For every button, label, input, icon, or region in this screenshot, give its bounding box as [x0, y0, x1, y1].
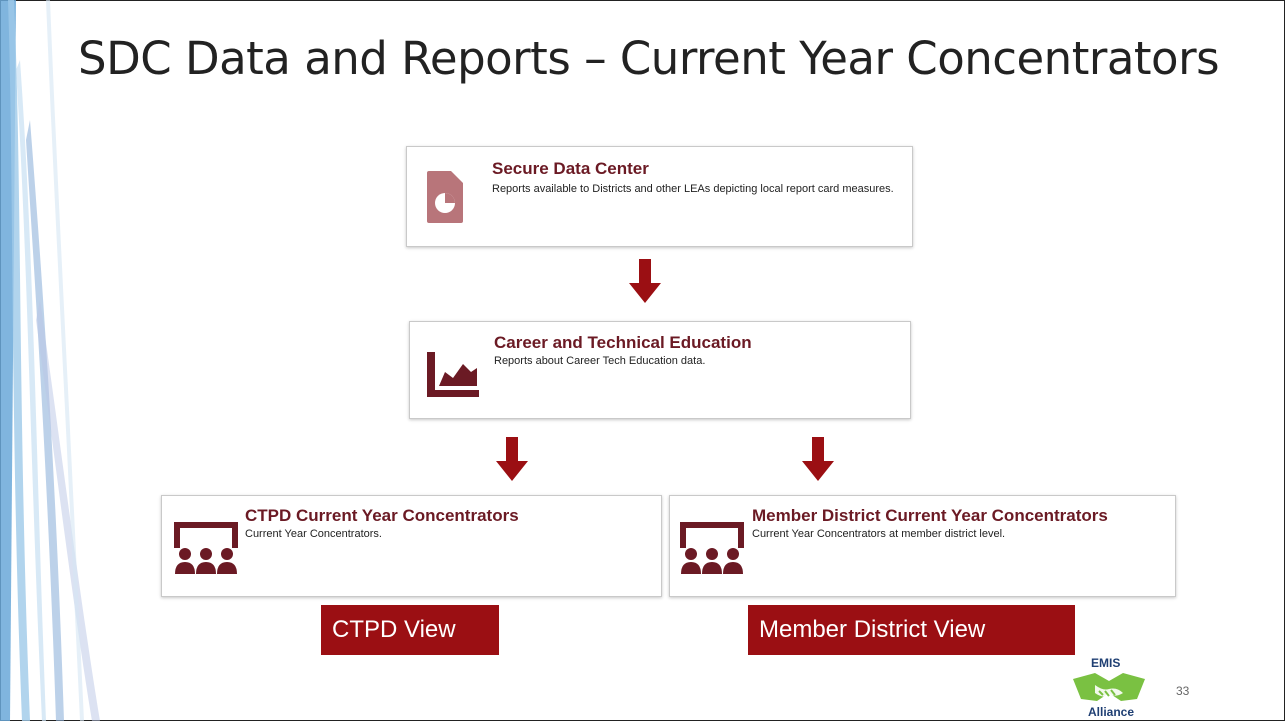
member-district-concentrators-tile[interactable]: Member District Current Year Concentrato…	[669, 495, 1176, 597]
tile-title: CTPD Current Year Concentrators	[245, 506, 519, 525]
handshake-icon	[1073, 673, 1145, 701]
career-technical-education-tile[interactable]: Career and Technical Education Reports a…	[409, 321, 911, 419]
ctpd-concentrators-tile[interactable]: CTPD Current Year Concentrators Current …	[161, 495, 662, 597]
down-arrow-icon	[802, 437, 834, 481]
report-document-icon	[427, 171, 463, 223]
tile-title: Secure Data Center	[492, 159, 649, 178]
down-arrow-icon	[496, 437, 528, 481]
tile-title: Career and Technical Education	[494, 333, 752, 352]
tile-description: Reports available to Districts and other…	[492, 183, 894, 195]
tile-description: Reports about Career Tech Education data…	[494, 355, 706, 367]
slide-title: SDC Data and Reports – Current Year Conc…	[78, 32, 1220, 85]
member-district-view-label: Member District View	[748, 605, 1075, 655]
area-chart-icon	[427, 352, 479, 397]
emis-alliance-logo: EMIS Alliance	[1063, 656, 1155, 719]
down-arrow-icon	[629, 259, 661, 303]
secure-data-center-tile[interactable]: Secure Data Center Reports available to …	[406, 146, 913, 247]
page-number: 33	[1176, 684, 1190, 698]
logo-bottom-text: Alliance	[1088, 705, 1135, 719]
tile-description: Current Year Concentrators.	[245, 528, 382, 540]
classroom-people-icon	[174, 522, 238, 574]
tile-description: Current Year Concentrators at member dis…	[752, 528, 1006, 540]
ctpd-view-label: CTPD View	[321, 605, 499, 655]
logo-top-text: EMIS	[1091, 656, 1121, 670]
classroom-people-icon	[680, 522, 744, 574]
tile-title: Member District Current Year Concentrato…	[752, 506, 1108, 525]
decorative-side-streaks	[0, 0, 100, 721]
